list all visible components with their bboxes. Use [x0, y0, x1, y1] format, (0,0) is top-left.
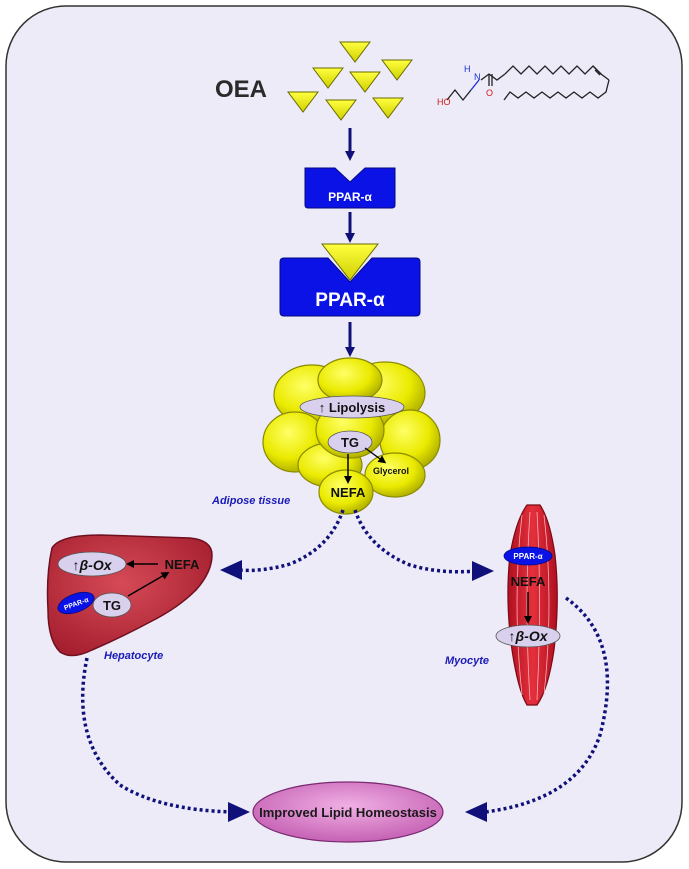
liver-ppar-pill	[57, 591, 95, 615]
oea-molecule-structure	[446, 65, 610, 102]
muscle-beta-ox-pill	[495, 624, 561, 648]
dotted-arrow-to-muscle	[353, 509, 477, 574]
myocyte-label: Myocyte	[445, 655, 489, 667]
molecule-h-label: H	[464, 64, 471, 74]
oea-label: OEA	[215, 76, 267, 103]
dotted-arrow-to-liver	[237, 509, 345, 573]
dotted-arrow-liver-to-outcome	[80, 657, 233, 814]
glycerol-label: Glycerol	[373, 466, 409, 476]
ligand-triangle	[325, 99, 357, 121]
lipolysis-label: ↑ Lipolysis	[319, 400, 385, 415]
dotted-arrow-head-liver-outcome	[228, 802, 250, 822]
liver-beta-ox-label: ↑β-Ox	[72, 557, 112, 573]
outcome-ellipse	[252, 781, 444, 843]
molecule-n-label: N	[474, 72, 481, 82]
dotted-arrow-head-liver	[220, 560, 242, 580]
ppar-receptor-unbound	[304, 167, 396, 209]
ppar-receptor-activated	[279, 257, 421, 317]
ligand-triangle	[287, 91, 319, 113]
ppar-large-label: PPAR-α	[315, 290, 385, 311]
ligand-triangle	[312, 67, 344, 89]
muscle-nefa-label: NEFA	[511, 574, 546, 589]
muscle-ppar-label: PPAR-α	[513, 552, 542, 561]
liver-tg-label: TG	[103, 598, 121, 613]
liver-tg-pill	[92, 592, 132, 618]
molecule-ho-label: HO	[437, 97, 451, 107]
bound-ligand-triangle	[320, 243, 380, 281]
ligand-triangle	[381, 59, 413, 81]
muscle-ppar-pill	[503, 546, 553, 566]
liver-nefa-label: NEFA	[165, 557, 200, 572]
molecule-o-label: O	[486, 88, 493, 98]
lipolysis-pill	[299, 395, 405, 419]
adipose-tissue-label: Adipose tissue	[211, 495, 290, 507]
ligand-triangle	[349, 71, 381, 93]
dotted-arrow-head-muscle-outcome	[465, 802, 487, 822]
ligand-triangle	[339, 41, 371, 63]
dotted-arrow-muscle-to-outcome	[484, 596, 610, 814]
outcome-label: Improved Lipid Homeostasis	[259, 805, 437, 820]
adipose-nefa-label: NEFA	[331, 485, 366, 500]
adipose-tg-pill	[327, 430, 373, 454]
hepatocyte-label: Hepatocyte	[104, 650, 163, 662]
arrow-tg-to-glycerol	[364, 447, 387, 464]
ppar-small-label: PPAR-α	[328, 190, 372, 204]
adipose-tg-label: TG	[341, 435, 359, 450]
muscle-beta-ox-label: ↑β-Ox	[508, 628, 548, 644]
arrow-liver-tg-to-nefa	[127, 571, 170, 597]
muscle-fibers	[516, 511, 550, 701]
oea-ligand-cluster	[287, 41, 413, 121]
ligand-triangle	[372, 97, 404, 119]
dotted-arrow-head-muscle	[472, 561, 494, 581]
